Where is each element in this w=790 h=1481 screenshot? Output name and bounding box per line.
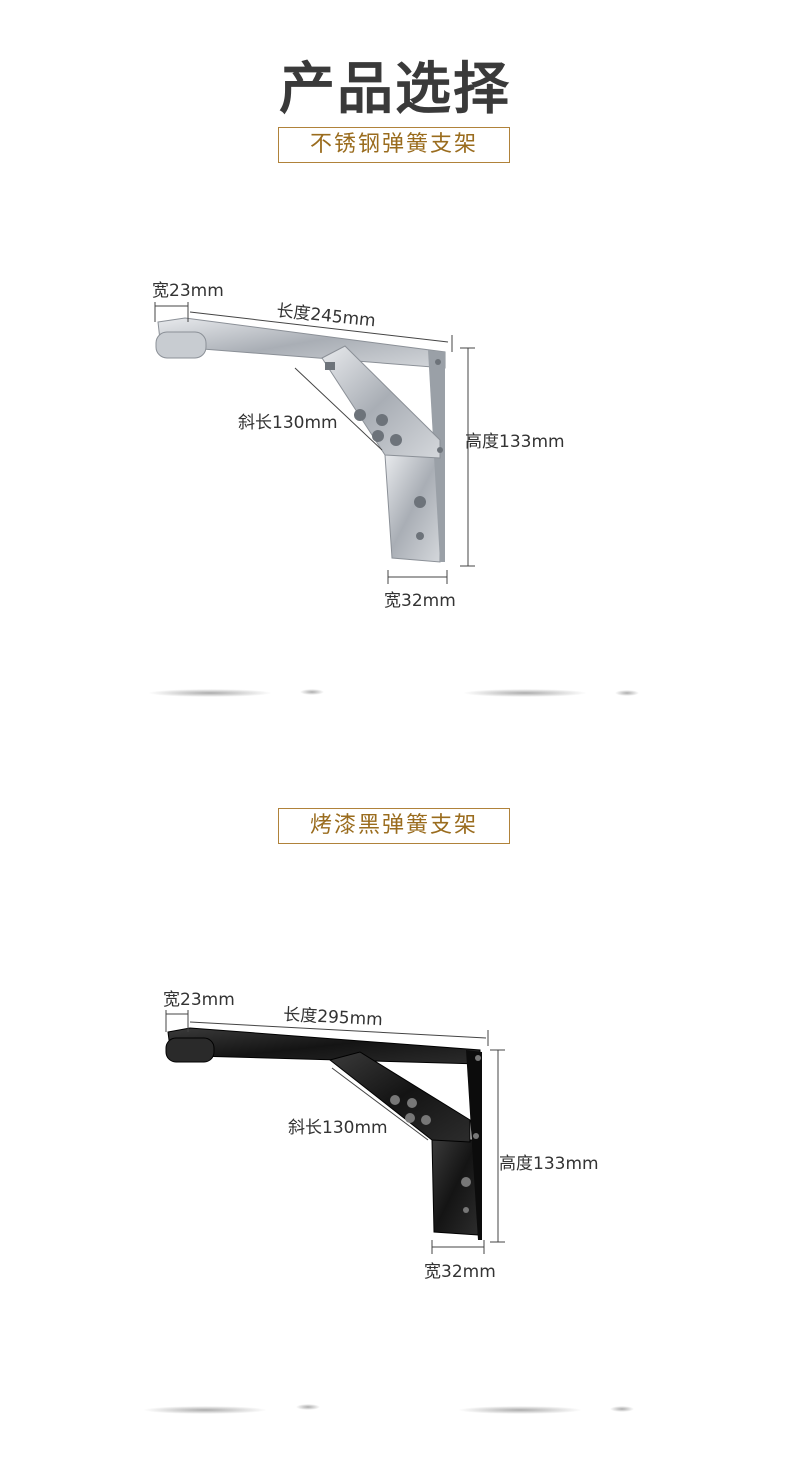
section-label-stainless: 不锈钢弹簧支架 (278, 127, 510, 163)
floor-shadow (615, 690, 639, 696)
dim-height: 高度133mm (499, 1154, 599, 1174)
dim-width-bottom: 宽32mm (424, 1262, 496, 1282)
stainless-bracket-figure: 宽23mm 长度245mm 斜长130mm 高度133mm 宽32mm (148, 281, 639, 697)
floor-shadow (610, 1406, 634, 1412)
dim-width-top: 宽23mm (163, 990, 235, 1010)
floor-shadow (148, 689, 272, 697)
floor-shadow (143, 1406, 267, 1414)
floor-shadow (296, 1404, 320, 1410)
bracket-hinge (165, 1037, 215, 1063)
floor-shadow (300, 689, 324, 695)
bracket-diagonal-strut (328, 1051, 471, 1143)
floor-shadow (463, 689, 587, 697)
dim-diagonal: 斜长130mm (288, 1118, 388, 1138)
bracket-top-arm (167, 1027, 481, 1065)
bracket-hinge (155, 331, 207, 359)
bracket-vertical-arm (431, 1139, 479, 1236)
dim-length: 长度295mm (283, 1005, 383, 1030)
dim-height: 高度133mm (465, 432, 565, 452)
page-title: 产品选择 (279, 57, 511, 122)
dim-diagonal: 斜长130mm (238, 413, 338, 433)
dim-width-bottom: 宽32mm (384, 591, 456, 611)
dim-width-top: 宽23mm (152, 281, 224, 301)
bracket-vertical-arm (384, 454, 441, 563)
dim-length: 长度245mm (275, 301, 376, 331)
black-bracket-figure: 宽23mm 长度295mm 斜长130mm 高度133mm 宽32mm (143, 990, 634, 1414)
section-label-black: 烤漆黑弹簧支架 (278, 808, 510, 844)
floor-shadow (458, 1406, 582, 1414)
